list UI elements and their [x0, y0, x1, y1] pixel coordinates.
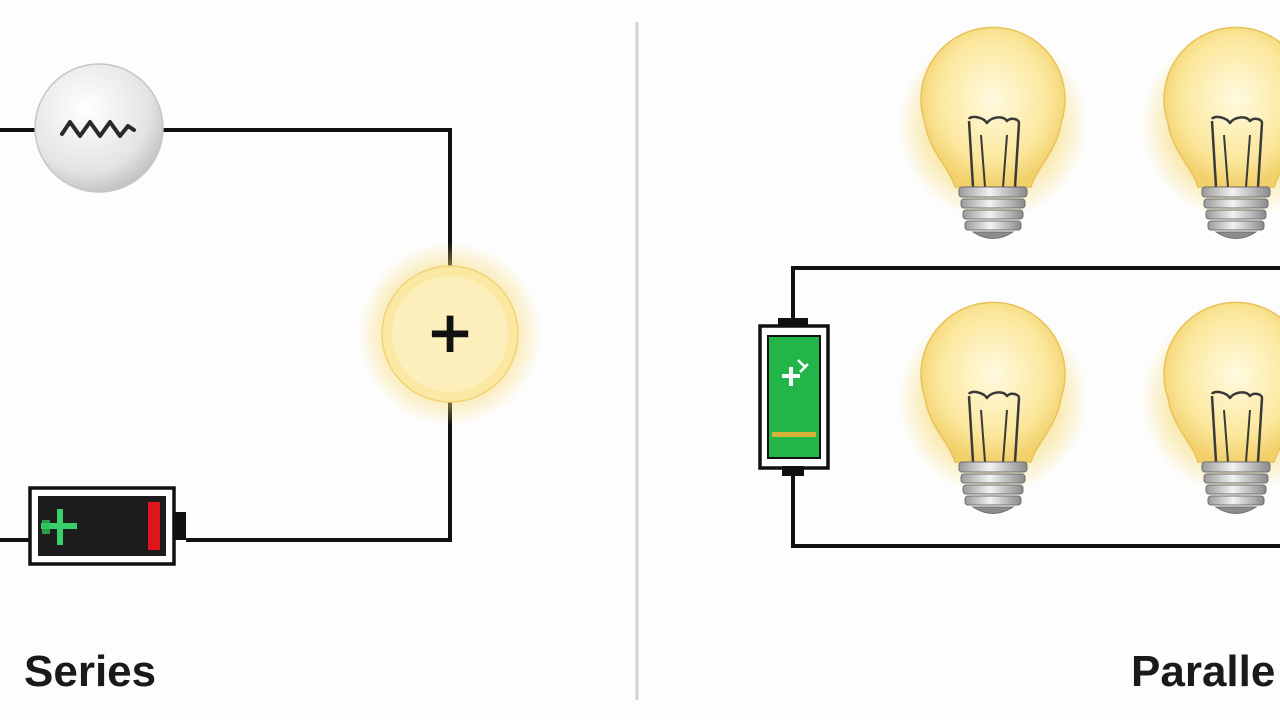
parallel-caption: Paralle — [1131, 647, 1276, 696]
bulb-plus-symbol: + — [426, 298, 475, 366]
lit-bulb-icon: + — [358, 242, 542, 426]
parallel-circuit — [758, 26, 1280, 548]
light-bulb-icon — [1139, 26, 1280, 240]
light-bulb-icon — [896, 301, 1090, 515]
light-bulb-icon — [1139, 301, 1280, 515]
parallel-wire-bottom — [791, 466, 1280, 548]
light-bulb-icon — [896, 26, 1090, 240]
parallel-wire-top — [791, 266, 1280, 326]
series-wire-top-right — [160, 128, 452, 268]
series-circuit: + — [0, 63, 542, 566]
series-wire-bottom-right — [186, 402, 452, 542]
resistor-icon — [34, 63, 164, 193]
series-caption: Series — [24, 647, 157, 696]
battery-icon — [28, 486, 186, 566]
battery-icon — [758, 318, 830, 476]
